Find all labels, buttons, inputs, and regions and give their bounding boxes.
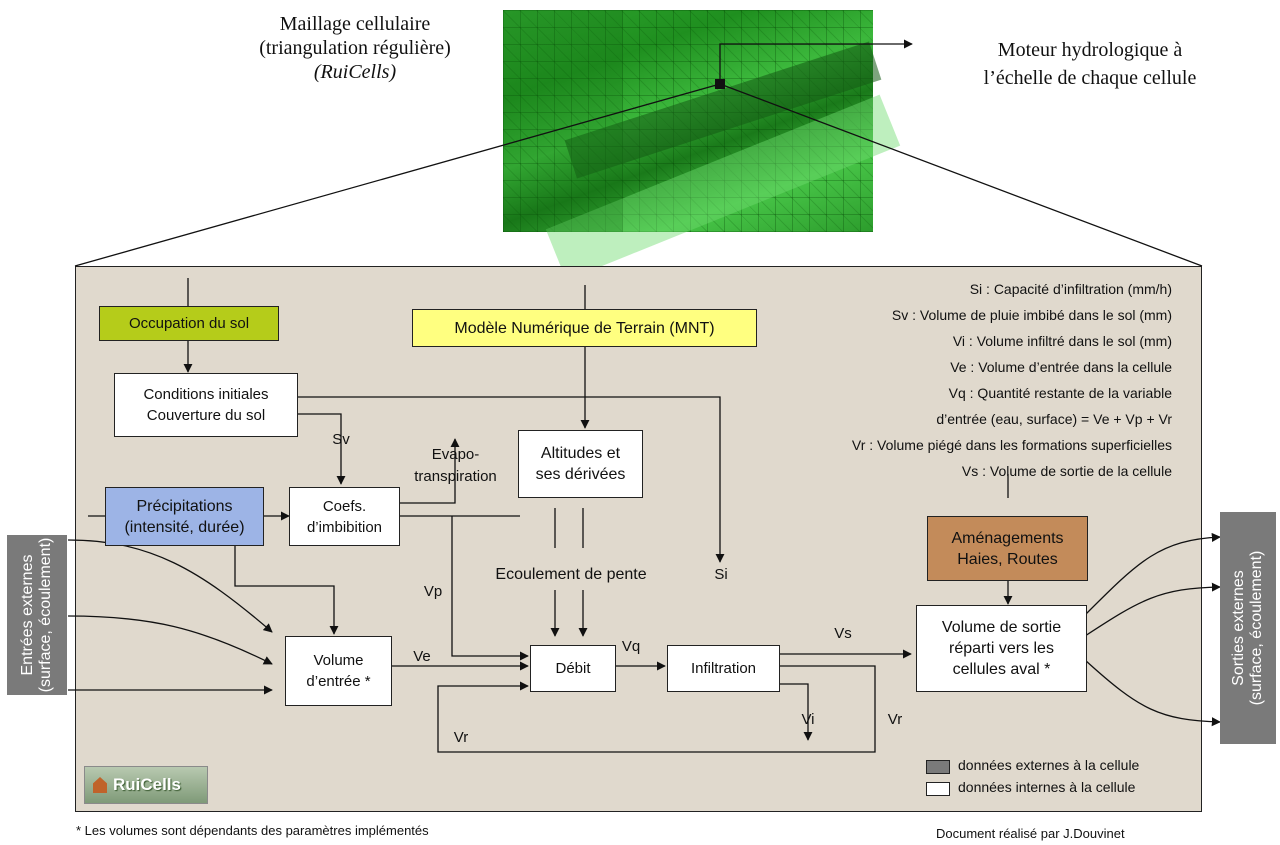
logo-text: RuiCells — [113, 775, 182, 794]
ruicells-logo: RuiCells — [84, 766, 208, 804]
mesh-sublabel: (RuiCells) — [313, 61, 397, 83]
precipitations-box: Précipitations (intensité, durée) — [105, 487, 264, 546]
definition-vr: Vr : Volume piégé dans les formations su… — [851, 437, 1172, 453]
mnt-box: Modèle Numérique de Terrain (MNT) — [412, 309, 757, 347]
vs-label: Vs — [834, 625, 852, 642]
ecoulement-de-pente-label: Ecoulement de pente — [476, 565, 666, 585]
definition-vs: Vs : Volume de sortie de la cellule — [961, 463, 1172, 479]
vp-label: Vp — [423, 583, 443, 600]
definition-ve: Ve : Volume d’entrée dans la cellule — [950, 359, 1172, 375]
logo-icon — [93, 777, 107, 793]
conditions-initiales-box: Conditions initiales Couverture du sol — [114, 373, 298, 437]
sv-label: Sv — [332, 431, 350, 448]
volume-sortie-box: Volume de sortie réparti vers les cellul… — [916, 605, 1087, 692]
legend-internal-label: données internes à la cellule — [958, 779, 1136, 795]
definition-vq-continued: d’entrée (eau, surface) = Ve + Vp + Vr — [936, 411, 1172, 427]
evapotranspiration-label: Evapo- transpiration — [414, 446, 497, 485]
infiltration-box: Infiltration — [667, 645, 780, 692]
credit: Document réalisé par J.Douvinet — [936, 826, 1125, 841]
coefs-imbibition-box: Coefs. d’imbibition — [289, 487, 400, 546]
sorties-externes-label: Sorties externes (surface, écoulement) — [1230, 550, 1265, 706]
engine-label: Moteur hydrologique à l’échelle de chaqu… — [983, 39, 1197, 89]
vr-right-label: Vr — [887, 711, 903, 728]
cell-mesh-image — [503, 10, 901, 281]
mesh-label: Maillage cellulaire (triangulation régul… — [259, 13, 451, 59]
sorties-externes-box: Sorties externes (surface, écoulement) — [1220, 512, 1276, 744]
entrees-externes-box: Entrées externes (surface, écoulement) — [7, 535, 67, 695]
altitudes-box: Altitudes et ses dérivées — [518, 430, 643, 498]
definition-sv: Sv : Volume de pluie imbibé dans le sol … — [891, 307, 1172, 323]
legend-external-swatch — [926, 760, 950, 774]
si-label: Si — [714, 566, 728, 583]
debit-box: Débit — [530, 645, 616, 692]
entrees-externes-label: Entrées externes (surface, écoulement) — [19, 537, 54, 693]
definition-vi: Vi : Volume infiltré dans le sol (mm) — [952, 333, 1172, 349]
vr-bottom-label: Vr — [453, 729, 469, 746]
legend-external-label: données externes à la cellule — [958, 757, 1140, 773]
volume-entree-box: Volume d’entrée * — [285, 636, 392, 706]
vi-label: Vi — [801, 711, 815, 728]
occupation-du-sol-box: Occupation du sol — [99, 306, 279, 341]
legend-internal-swatch — [926, 782, 950, 796]
definition-vq: Vq : Quantité restante de la variable — [948, 385, 1172, 401]
ve-label: Ve — [413, 648, 431, 665]
amenagements-box: Aménagements Haies, Routes — [927, 516, 1088, 581]
definition-si: Si : Capacité d’infiltration (mm/h) — [969, 281, 1172, 297]
footnote: * Les volumes sont dépendants des paramè… — [76, 823, 429, 838]
vq-label: Vq — [621, 638, 641, 655]
